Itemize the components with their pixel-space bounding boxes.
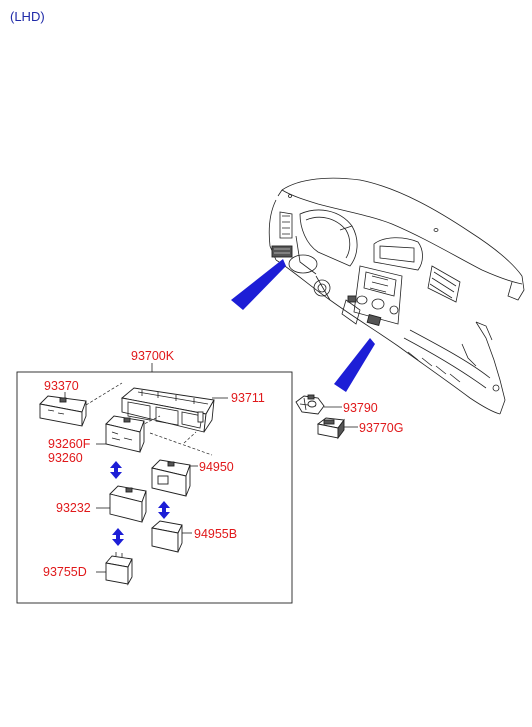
switch-93790 xyxy=(295,394,325,415)
label-housing: 93711 xyxy=(231,391,265,405)
label-switch-93770g: 93770G xyxy=(359,421,403,435)
switch-93755d xyxy=(105,552,133,586)
label-switch-93755d: 93755D xyxy=(43,565,87,579)
label-assembly: 93700K xyxy=(131,349,175,363)
label-switch-93790: 93790 xyxy=(343,401,378,415)
dashboard-illustration xyxy=(268,177,525,415)
variant-header: (LHD) xyxy=(10,9,45,24)
switch-94950 xyxy=(151,459,191,497)
switch-housing xyxy=(120,387,215,433)
double-arrow-icon xyxy=(112,528,124,546)
label-switch-94950: 94950 xyxy=(199,460,234,474)
pointer-arrow-icon xyxy=(231,259,286,310)
pointer-arrow-icon xyxy=(334,338,375,392)
label-switch-93260: 93260 xyxy=(48,451,83,465)
switch-94955b xyxy=(151,520,183,553)
label-switch-94955b: 94955B xyxy=(194,527,237,541)
switch-93770g xyxy=(316,417,345,440)
switch-93260 xyxy=(105,415,145,453)
double-arrow-icon xyxy=(110,461,122,479)
label-switch-93232: 93232 xyxy=(56,501,91,515)
double-arrow-icon xyxy=(158,501,170,519)
label-switch-93370: 93370 xyxy=(44,379,79,393)
switch-93370 xyxy=(39,395,87,427)
assembly-frame xyxy=(16,371,293,604)
label-switch-93260f: 93260F xyxy=(48,437,91,451)
switch-93232 xyxy=(109,485,147,523)
